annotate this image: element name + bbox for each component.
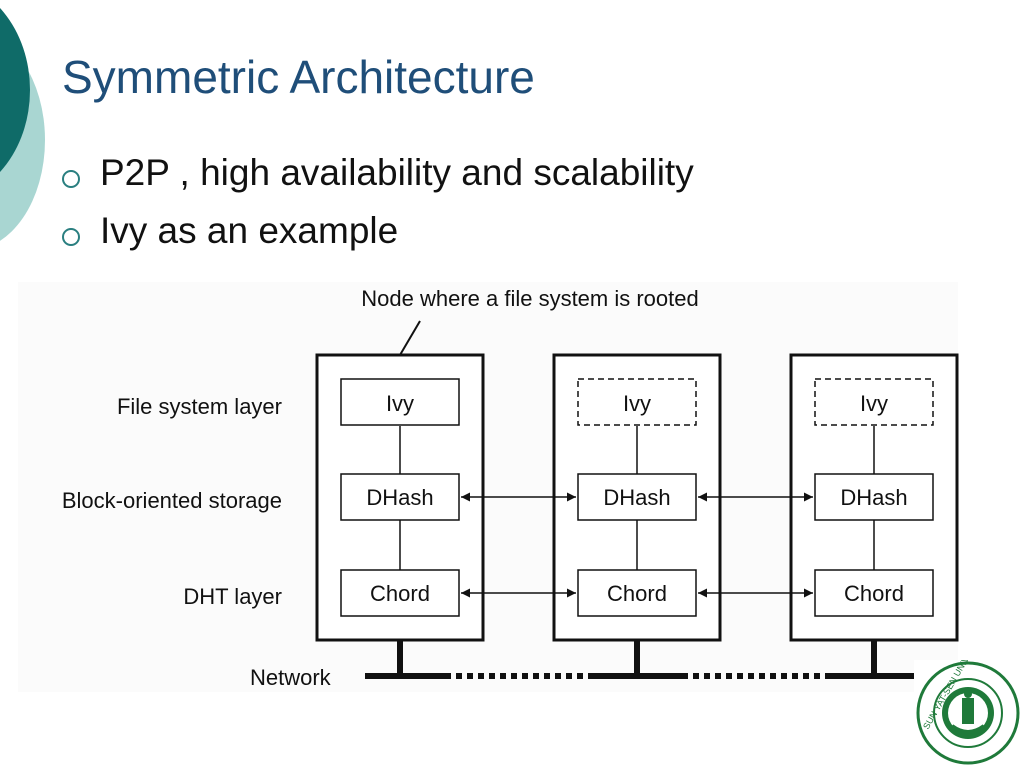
chord-label: Chord — [844, 581, 904, 606]
annotation-label: Node where a file system is rooted — [361, 286, 699, 311]
ivy-box-dashed — [577, 378, 697, 426]
chord-box — [577, 569, 697, 617]
ivy-label: Ivy — [623, 391, 651, 416]
chord-box — [814, 569, 934, 617]
node-1: Ivy DHash Chord — [315, 353, 485, 642]
circle-bullet-icon — [62, 228, 80, 246]
slide-title: Symmetric Architecture — [62, 51, 535, 103]
ivy-label: Ivy — [386, 391, 414, 416]
file-system-layer-label: File system layer — [117, 394, 282, 419]
chord-label: Chord — [607, 581, 667, 606]
ivy-box-dashed — [814, 378, 934, 426]
block-storage-layer-label: Block-oriented storage — [62, 488, 282, 513]
dht-layer-label: DHT layer — [183, 584, 282, 609]
corner-shape-dark — [0, 8, 30, 172]
annotation-pointer — [399, 320, 421, 356]
chord-box — [340, 569, 460, 617]
corner-decoration — [0, 8, 45, 241]
network-bus — [365, 640, 915, 679]
dhash-box — [577, 473, 697, 521]
network-label: Network — [250, 665, 332, 690]
ivy-box — [340, 378, 460, 426]
ivy-label: Ivy — [860, 391, 888, 416]
bullet-text: Ivy as an example — [100, 210, 399, 251]
dhash-box — [340, 473, 460, 521]
dhash-label: DHash — [366, 485, 433, 510]
bullet-text: P2P , high availability and scalability — [100, 152, 694, 193]
chord-label: Chord — [370, 581, 430, 606]
dhash-box — [814, 473, 934, 521]
circle-bullet-icon — [62, 170, 80, 188]
node-2: Ivy DHash Chord — [552, 353, 722, 642]
dhash-label: DHash — [603, 485, 670, 510]
node-3: Ivy DHash Chord — [789, 353, 959, 642]
dhash-label: DHash — [840, 485, 907, 510]
university-logo: SUN YAT-SEN UNIVERSITY — [914, 660, 1022, 766]
